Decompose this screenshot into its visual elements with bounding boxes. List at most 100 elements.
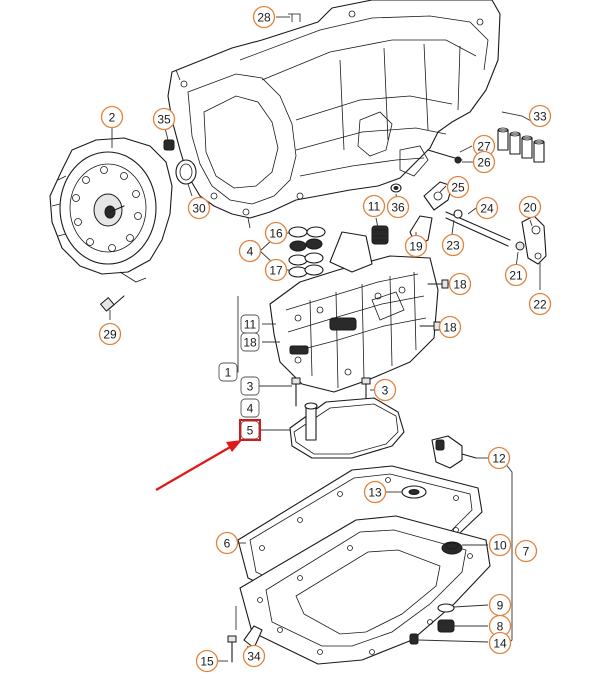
callout-number: 9 [497, 599, 504, 613]
callout-circle [264, 258, 288, 282]
callout-number: 7 [523, 545, 530, 559]
callout-20: 20 [518, 195, 542, 219]
callout-number: 33 [533, 110, 547, 124]
callout-number: 25 [451, 181, 465, 195]
highlight-box [239, 419, 261, 441]
torque-converter [49, 137, 173, 283]
callout-number: 11 [244, 318, 257, 332]
callout-33: 33 [528, 104, 552, 128]
callout-number: 6 [224, 537, 231, 551]
callout-24: 24 [475, 196, 499, 220]
callout-number: 29 [103, 328, 117, 342]
callout-circle [404, 234, 428, 258]
callout-number: 26 [477, 156, 491, 170]
callout-13: 13 [363, 480, 387, 504]
callout-circle [215, 531, 239, 555]
callout-circle [488, 631, 512, 655]
callout-circle [252, 5, 276, 29]
callout-5: 5 [239, 419, 261, 441]
callout-11: 11 [362, 194, 386, 218]
atf-filter-5 [289, 397, 405, 459]
callout-number: 35 [157, 113, 171, 127]
callout-box [240, 332, 260, 352]
seal-30 [175, 159, 197, 185]
callout-number: 28 [257, 11, 271, 25]
callout-number: 24 [480, 202, 494, 216]
callout-circle [187, 196, 211, 220]
callout-circle [363, 480, 387, 504]
callout-16: 16 [264, 221, 288, 245]
highlight-annotation [155, 440, 242, 491]
callout-circle [504, 263, 528, 287]
callout-number: 22 [533, 298, 547, 312]
seal-9 [437, 603, 455, 613]
callout-number: 4 [247, 402, 254, 416]
callout-circle [528, 104, 552, 128]
callout-circle [152, 107, 176, 131]
callout-number: 21 [509, 269, 523, 283]
callout-15: 15 [195, 649, 219, 673]
callout-circle [438, 315, 462, 339]
callout-circle [386, 195, 410, 219]
callout-18: 18 [240, 332, 260, 352]
callout-number: 34 [247, 650, 261, 664]
callout-27: 27 [472, 134, 496, 158]
callout-34: 34 [242, 644, 266, 668]
callout-number: 10 [493, 539, 507, 553]
callout-3: 3 [240, 376, 260, 396]
plug-35 [163, 139, 175, 151]
callout-6: 6 [215, 531, 239, 555]
callout-number: 20 [523, 201, 537, 215]
callout-circle [475, 196, 499, 220]
callout-number: 1 [225, 366, 232, 380]
callout-18: 18 [438, 315, 462, 339]
pointer-arrowhead [226, 440, 242, 452]
callout-circle [514, 539, 538, 563]
callout-box [240, 398, 260, 418]
magnet-13 [401, 485, 427, 499]
nut-21 [515, 241, 525, 251]
callout-number: 18 [443, 321, 457, 335]
sleeves-33 [497, 127, 545, 163]
callout-circle [362, 194, 386, 218]
callout-circle [487, 446, 511, 470]
callout-number: 15 [200, 655, 214, 669]
callout-23: 23 [441, 233, 465, 257]
callout-4: 4 [238, 239, 262, 263]
callout-10: 10 [488, 533, 512, 557]
callout-number: 12 [492, 452, 506, 466]
callout-number: 23 [446, 239, 460, 253]
callout-circle [472, 150, 496, 174]
callout-22: 22 [528, 292, 552, 316]
plug-8 [437, 619, 455, 633]
callout-number: 5 [247, 424, 254, 438]
callout-number: 13 [368, 486, 382, 500]
callout-29: 29 [98, 322, 122, 346]
callout-3: 3 [373, 378, 397, 402]
callout-number: 3 [382, 384, 389, 398]
callout-9: 9 [488, 593, 512, 617]
bolt-14 [409, 633, 419, 645]
callout-number: 8 [497, 620, 504, 634]
lever-20 [521, 215, 547, 265]
callout-number: 14 [493, 637, 507, 651]
callout-21: 21 [504, 263, 528, 287]
callout-35: 35 [152, 107, 176, 131]
shaft-24 [445, 209, 511, 247]
callout-11: 11 [240, 314, 260, 334]
callout-box [240, 376, 260, 396]
callout-number: 17 [269, 264, 283, 278]
callout-26: 26 [472, 150, 496, 174]
callout-12: 12 [487, 446, 511, 470]
callout-7: 7 [514, 539, 538, 563]
callout-number: 18 [243, 336, 257, 350]
callout-2: 2 [100, 105, 124, 129]
callout-circle [242, 644, 266, 668]
callout-box [218, 362, 238, 382]
callout-17: 17 [264, 258, 288, 282]
pointer-arrow [155, 445, 233, 491]
callout-1: 1 [218, 362, 238, 382]
callout-circle [446, 175, 470, 199]
